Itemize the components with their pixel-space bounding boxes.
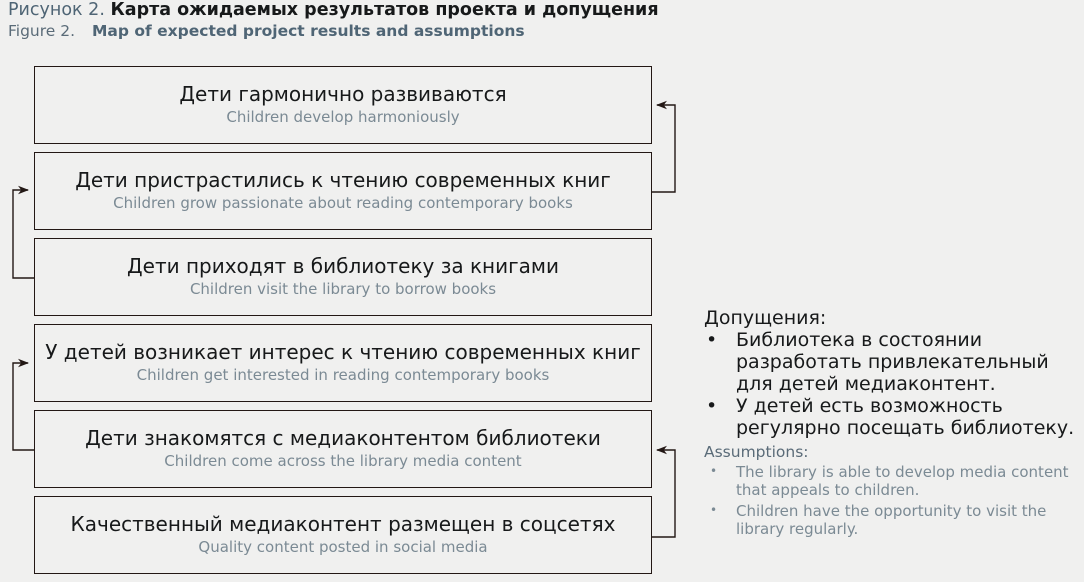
assumptions-list-english: • The library is able to develop media c… bbox=[700, 463, 1078, 538]
result-node-text-en: Children get interested in reading conte… bbox=[136, 365, 550, 384]
result-node-text-ru: Дети знакомятся с медиаконтентом библиот… bbox=[85, 426, 601, 451]
bullet-icon: • bbox=[710, 502, 718, 517]
result-node-text-ru: Качественный медиаконтент размещен в соц… bbox=[70, 512, 616, 537]
assumption-text-en: The library is able to develop media con… bbox=[736, 463, 1069, 500]
caption-title-english: Map of expected project results and assu… bbox=[91, 21, 525, 40]
result-node-text-ru: Дети гармонично развиваются bbox=[179, 82, 507, 107]
figure-caption: Рисунок 2. Карта ожидаемых результатов п… bbox=[8, 0, 728, 40]
result-node-text-en: Children develop harmoniously bbox=[226, 107, 460, 126]
result-node-children-visit-library[interactable]: Дети приходят в библиотеку за книгами Ch… bbox=[34, 238, 652, 316]
assumptions-heading-russian: Допущения: bbox=[704, 307, 827, 329]
result-node-text-en: Children grow passionate about reading c… bbox=[113, 193, 573, 212]
assumptions-heading-english: Assumptions: bbox=[704, 442, 809, 461]
bullet-icon: • bbox=[706, 395, 718, 418]
caption-line-english: Figure 2. Map of expected project result… bbox=[8, 21, 728, 40]
caption-title-russian: Карта ожидаемых результатов проекта и до… bbox=[110, 0, 659, 20]
bullet-icon: • bbox=[710, 464, 718, 479]
result-node-children-interested-reading[interactable]: У детей возникает интерес к чтению совре… bbox=[34, 324, 652, 402]
result-node-children-encounter-media-content[interactable]: Дети знакомятся с медиаконтентом библиот… bbox=[34, 410, 652, 488]
result-node-quality-content-social-media[interactable]: Качественный медиаконтент размещен в соц… bbox=[34, 496, 652, 574]
bullet-icon: • bbox=[706, 329, 718, 352]
caption-prefix-russian: Рисунок 2. bbox=[8, 0, 105, 20]
result-node-text-en: Children come across the library media c… bbox=[164, 451, 522, 470]
result-node-text-en: Quality content posted in social media bbox=[198, 537, 488, 556]
assumption-text-en: Children have the opportunity to visit t… bbox=[736, 501, 1047, 539]
assumption-item-en: • The library is able to develop media c… bbox=[700, 463, 1078, 500]
caption-prefix-english: Figure 2. bbox=[8, 21, 76, 40]
result-node-text-ru: У детей возникает интерес к чтению совре… bbox=[45, 340, 641, 365]
result-node-text-en: Children visit the library to borrow boo… bbox=[189, 279, 497, 298]
caption-line-russian: Рисунок 2. Карта ожидаемых результатов п… bbox=[8, 0, 728, 20]
result-node-text-ru: Дети пристрастились к чтению современных… bbox=[75, 168, 611, 193]
result-node-children-develop-harmoniously[interactable]: Дети гармонично развиваются Children dev… bbox=[34, 66, 652, 144]
result-node-text-ru: Дети приходят в библиотеку за книгами bbox=[127, 254, 559, 279]
result-node-children-passionate-reading[interactable]: Дети пристрастились к чтению современных… bbox=[34, 152, 652, 230]
assumption-item-en: • Children have the opportunity to visit… bbox=[700, 502, 1078, 539]
